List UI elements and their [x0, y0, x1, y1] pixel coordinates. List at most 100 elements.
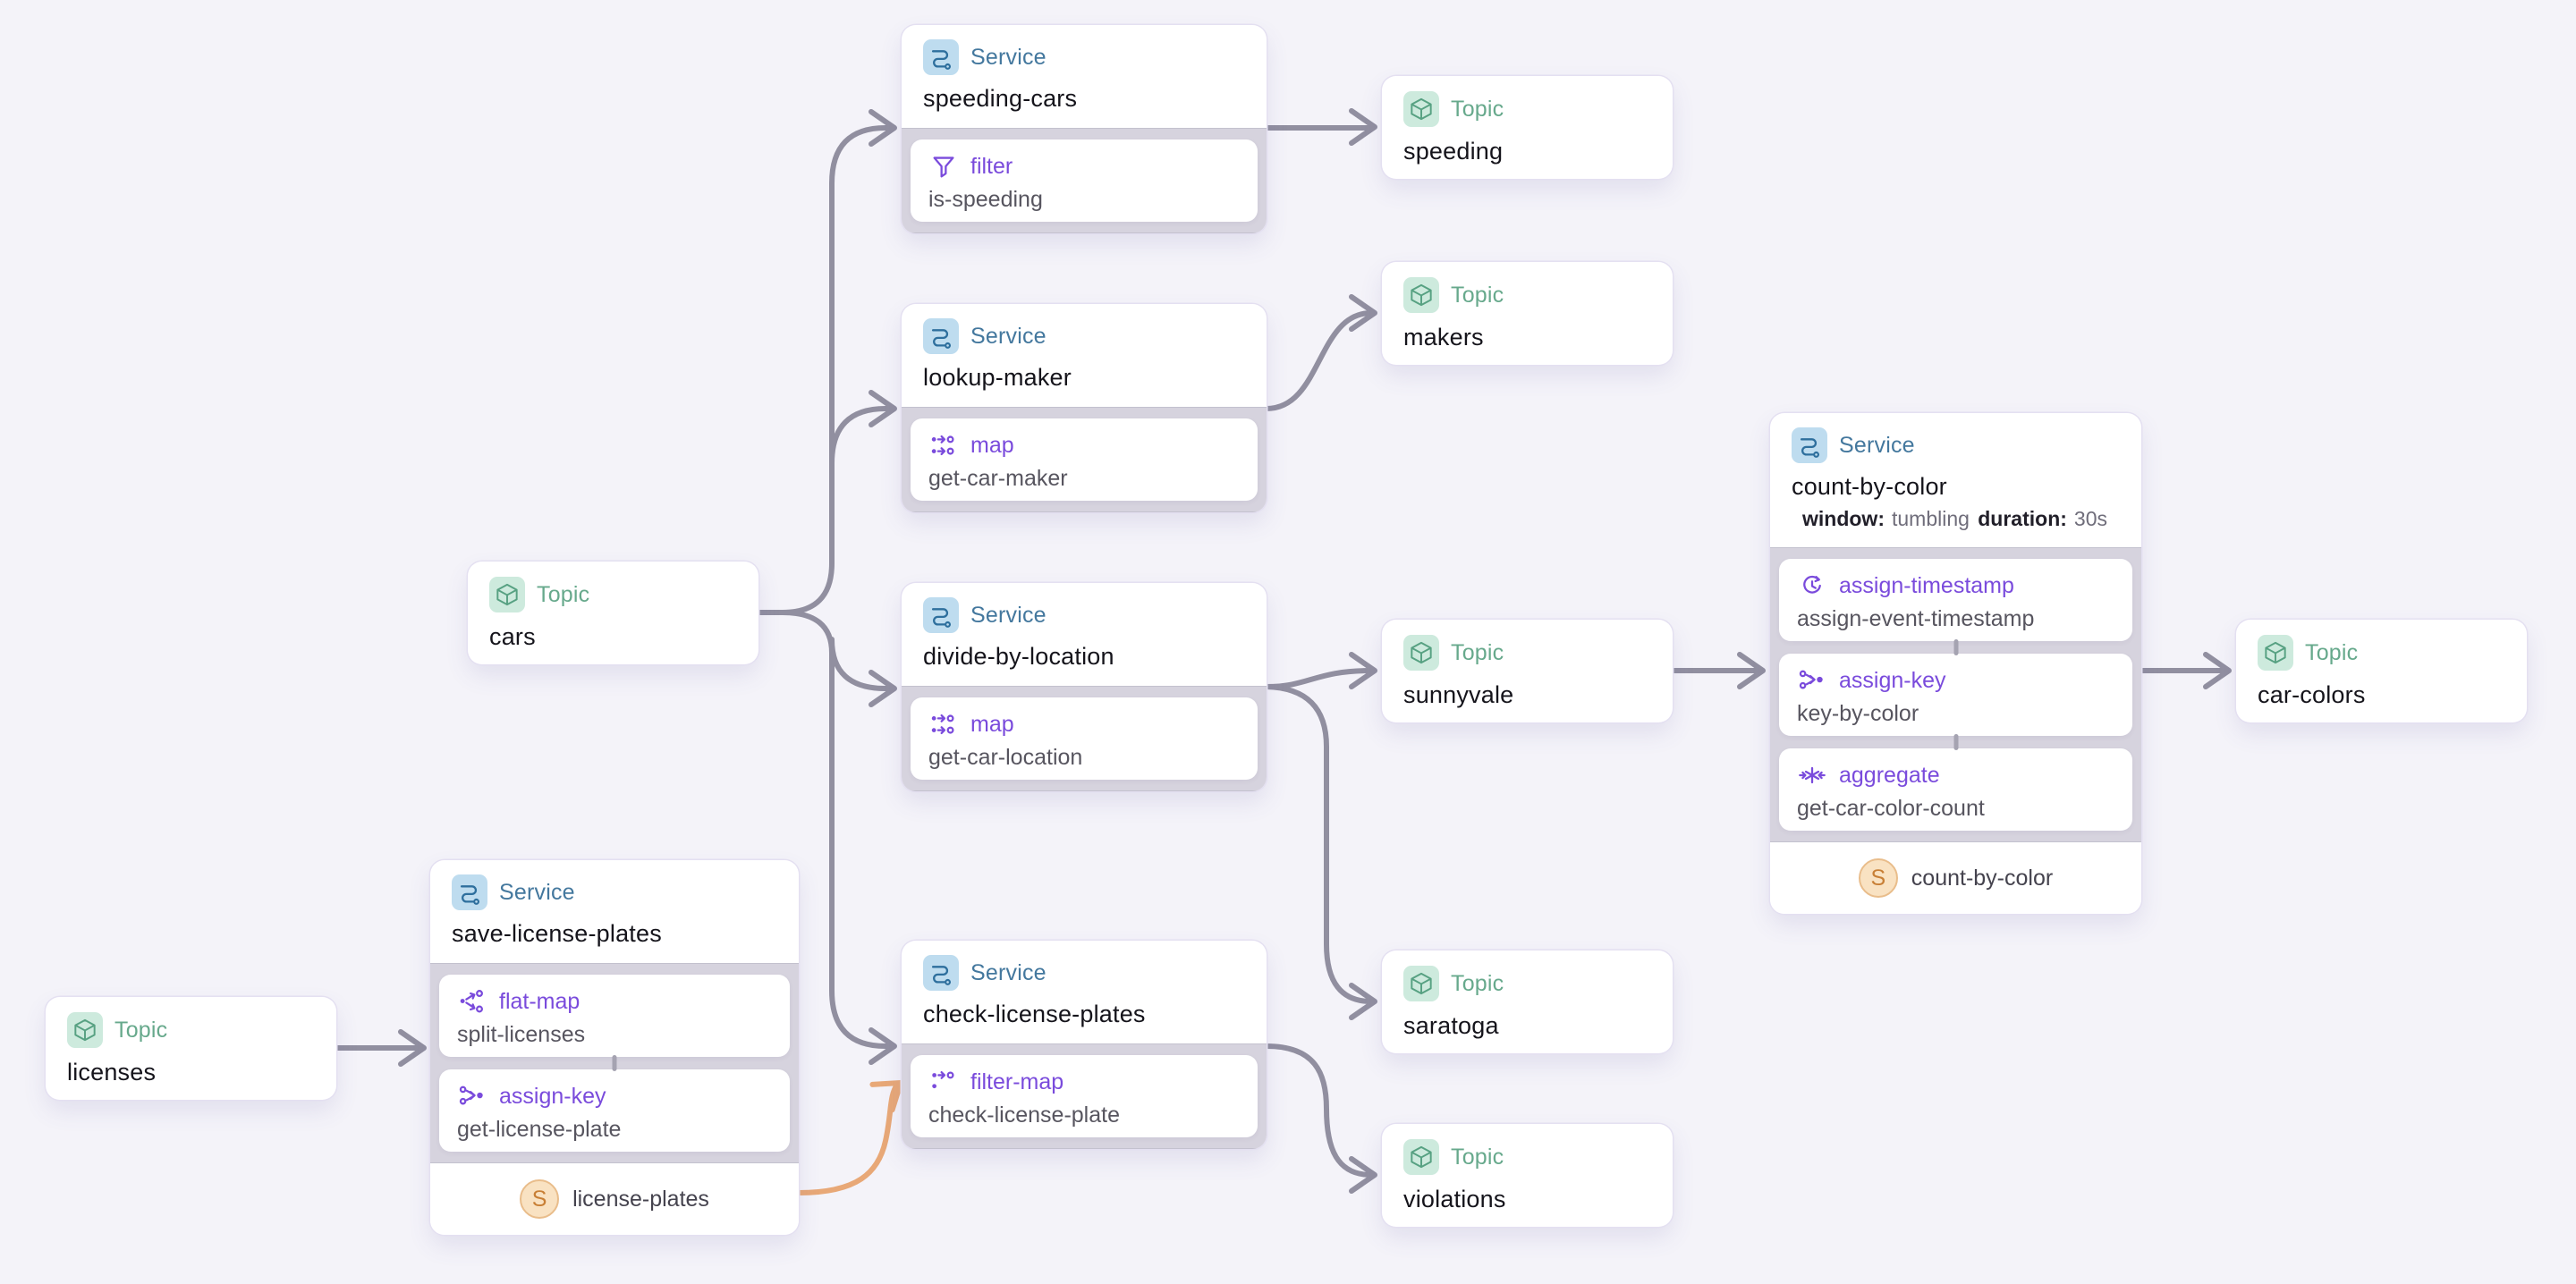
assign-timestamp-icon — [1797, 570, 1827, 601]
operator-kind: map — [970, 432, 1014, 458]
duration-value: 30s — [2073, 507, 2107, 530]
topic-name: cars — [489, 623, 536, 650]
topic-type-label: Topic — [1451, 970, 1504, 996]
topic-type-label: Topic — [1451, 96, 1504, 122]
service-node-divide-by-location[interactable]: Service divide-by-location map get-car-l… — [902, 583, 1267, 791]
topic-node-licenses[interactable]: Topic licenses — [46, 997, 336, 1100]
assign-key-icon — [1797, 665, 1827, 696]
topic-cube-icon — [1403, 1139, 1439, 1175]
arrowhead — [398, 1029, 427, 1067]
state-store-license-plates[interactable]: S license-plates — [430, 1163, 799, 1235]
operator-name: check-license-plate — [928, 1102, 1120, 1128]
service-node-save-license-plates[interactable]: Service save-license-plates flat-map spl… — [430, 860, 799, 1235]
state-store-count-by-color[interactable]: S count-by-color — [1770, 842, 2141, 914]
operator-kind: aggregate — [1839, 762, 1940, 788]
map-icon — [928, 709, 959, 739]
operator-kind: assign-key — [499, 1083, 606, 1109]
service-type-label: Service — [970, 959, 1046, 985]
operator-flat-map[interactable]: flat-map split-licenses — [439, 975, 790, 1057]
map-icon — [928, 430, 959, 460]
assign-key-icon — [457, 1081, 487, 1111]
operator-map[interactable]: map get-car-location — [911, 697, 1258, 780]
topic-type-label: Topic — [1451, 282, 1504, 308]
topic-type-label: Topic — [114, 1017, 168, 1043]
service-route-icon — [452, 874, 487, 910]
service-name: check-license-plates — [923, 1001, 1146, 1027]
service-node-count-by-color[interactable]: Service count-by-color window: tumbling d… — [1770, 413, 2141, 914]
arrowhead — [1349, 294, 1377, 332]
topic-name: sunnyvale — [1403, 681, 1514, 708]
operator-name: assign-event-timestamp — [1797, 606, 2035, 631]
service-name: count-by-color — [1792, 473, 1947, 500]
service-route-icon — [923, 597, 959, 633]
window-info: window: tumbling duration: 30s — [1792, 507, 2120, 531]
topic-name: makers — [1403, 324, 1484, 351]
service-name: save-license-plates — [452, 920, 662, 947]
arrowhead — [869, 1027, 897, 1065]
arrowhead — [1349, 1156, 1377, 1194]
operator-name: get-car-location — [928, 745, 1083, 770]
operator-kind: filter — [970, 153, 1013, 179]
operator-assign-key[interactable]: assign-key get-license-plate — [439, 1069, 790, 1152]
edge-cars-divide-by-location — [829, 637, 894, 691]
filter-icon — [928, 151, 959, 182]
topic-cube-icon — [1403, 91, 1439, 127]
arrowhead — [1349, 652, 1377, 689]
arrowhead — [1737, 652, 1766, 689]
topic-node-cars[interactable]: Topic cars — [468, 562, 758, 664]
duration-label: duration: — [1978, 507, 2067, 530]
aggregate-icon — [1797, 760, 1827, 790]
service-route-icon — [923, 318, 959, 354]
service-route-icon — [923, 39, 959, 75]
operator-assign-timestamp[interactable]: assign-timestamp assign-event-timestamp — [1779, 559, 2132, 641]
operator-name: get-car-maker — [928, 466, 1068, 491]
edge-check-violations — [1264, 1043, 1374, 1178]
topic-node-saratoga[interactable]: Topic saratoga — [1382, 950, 1673, 1053]
arrowhead — [869, 670, 897, 707]
operator-name: is-speeding — [928, 187, 1043, 212]
service-route-icon — [923, 955, 959, 991]
topic-type-label: Topic — [2305, 639, 2359, 665]
topic-node-speeding[interactable]: Topic speeding — [1382, 76, 1673, 179]
operator-name: split-licenses — [457, 1022, 586, 1047]
arrowhead-orange — [869, 1080, 903, 1113]
topic-type-label: Topic — [1451, 1144, 1504, 1170]
arrowhead — [869, 390, 897, 427]
arrowhead — [1349, 108, 1377, 146]
service-node-lookup-maker[interactable]: Service lookup-maker map get-car-maker — [902, 304, 1267, 512]
operator-map[interactable]: map get-car-maker — [911, 418, 1258, 501]
topic-node-violations[interactable]: Topic violations — [1382, 1124, 1673, 1227]
topic-cube-icon — [1403, 277, 1439, 313]
operator-assign-key[interactable]: assign-key key-by-color — [1779, 654, 2132, 736]
operator-kind: filter-map — [970, 1069, 1064, 1094]
service-node-speeding-cars[interactable]: Service speeding-cars filter is-speeding — [902, 25, 1267, 233]
arrowhead — [1349, 983, 1377, 1020]
topic-node-sunnyvale[interactable]: Topic sunnyvale — [1382, 620, 1673, 722]
topic-name: saratoga — [1403, 1012, 1499, 1039]
topic-type-label: Topic — [1451, 639, 1504, 665]
service-type-label: Service — [1839, 432, 1915, 458]
arrowhead — [2203, 652, 2232, 689]
topic-cube-icon — [67, 1012, 103, 1048]
topic-cube-icon — [2258, 635, 2293, 671]
operator-kind: flat-map — [499, 988, 580, 1014]
edge-cars-lookup-maker — [829, 406, 894, 466]
service-node-check-license-plates[interactable]: Service check-license-plates filter-map … — [902, 941, 1267, 1149]
window-value: tumbling — [1891, 507, 1970, 530]
topic-name: violations — [1403, 1186, 1506, 1212]
operator-filter[interactable]: filter is-speeding — [911, 139, 1258, 222]
topic-node-makers[interactable]: Topic makers — [1382, 262, 1673, 365]
topic-node-car-colors[interactable]: Topic car-colors — [2236, 620, 2527, 722]
operator-kind: assign-timestamp — [1839, 572, 2014, 598]
window-label: window: — [1802, 507, 1885, 530]
flat-map-icon — [457, 986, 487, 1017]
operator-aggregate[interactable]: aggregate get-car-color-count — [1779, 748, 2132, 831]
operator-name: key-by-color — [1797, 701, 1919, 726]
topic-cube-icon — [1403, 635, 1439, 671]
operator-kind: map — [970, 711, 1014, 737]
service-type-label: Service — [970, 323, 1046, 349]
operator-filter-map[interactable]: filter-map check-license-plate — [911, 1055, 1258, 1137]
edge-cars-speeding-cars — [756, 125, 894, 615]
